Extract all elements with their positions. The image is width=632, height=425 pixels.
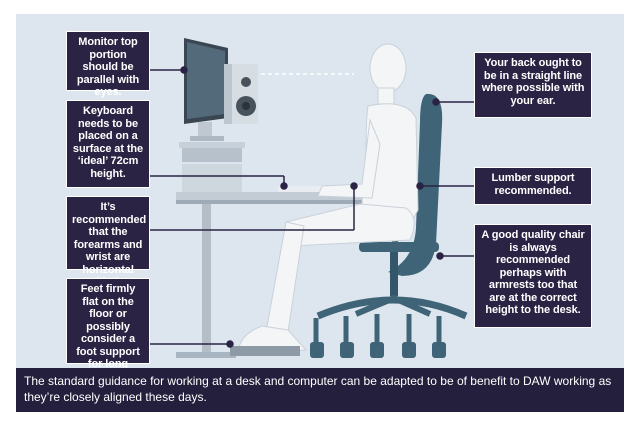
illustration-panel: Monitor top portion should be parallel w…: [16, 14, 624, 368]
speaker: [224, 64, 258, 124]
callout-lumbar: Lumber support recommended.: [474, 167, 592, 205]
monitor: [184, 38, 228, 141]
callout-forearms: It’s recommended that the forearms and w…: [66, 196, 150, 301]
keyboard: [278, 186, 322, 192]
desk: [176, 192, 386, 358]
callout-monitor: Monitor top portion should be parallel w…: [66, 31, 150, 98]
leader-lines: [150, 66, 474, 348]
ergonomics-illustration: [150, 38, 474, 358]
monitor-riser: [179, 142, 245, 192]
caption: The standard guidance for working at a d…: [16, 368, 624, 412]
callout-feet: Feet firmly flat on the floor or possibl…: [66, 278, 150, 368]
callout-keyboard: Keyboard needs to be placed on a surface…: [66, 100, 150, 188]
callout-chair: A good quality chair is always recommend…: [474, 224, 592, 328]
callout-back: Your back ought to be in a straight line…: [474, 52, 592, 118]
foot-support: [230, 346, 300, 356]
seated-figure: [237, 43, 419, 353]
